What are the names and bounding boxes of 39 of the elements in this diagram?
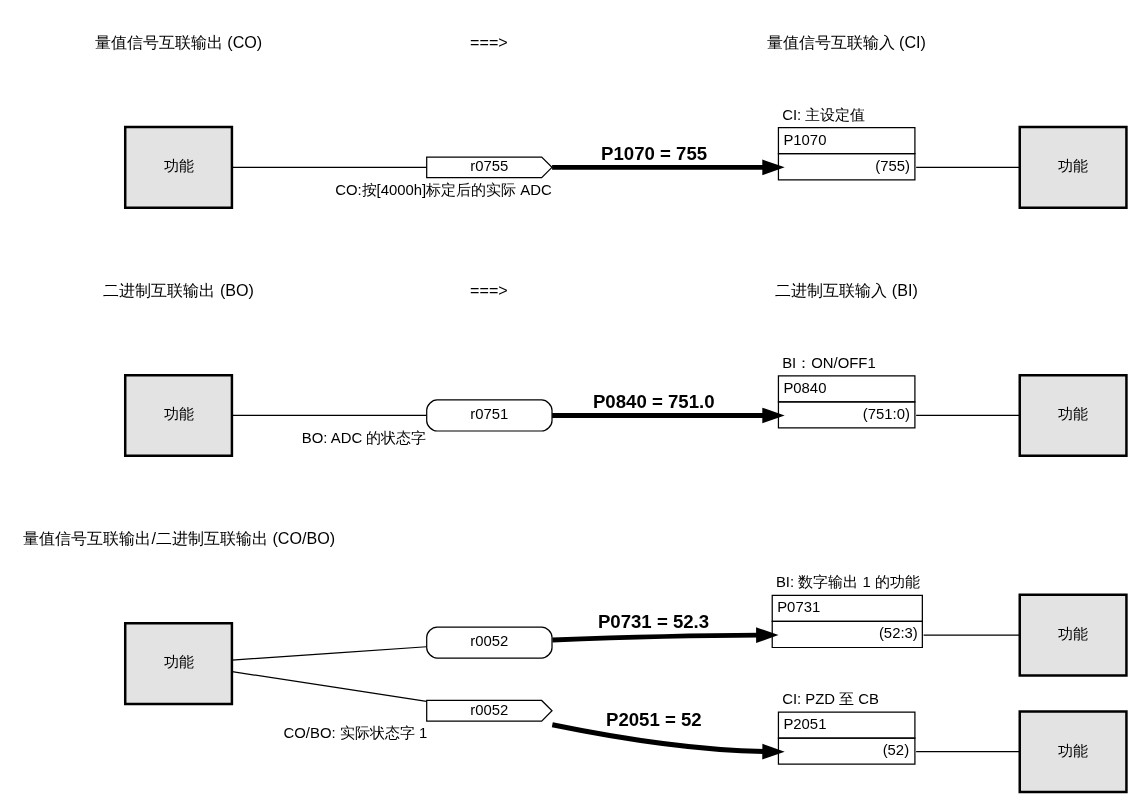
connector bbox=[915, 166, 1021, 168]
connector bbox=[231, 414, 428, 416]
node-box: r0052 bbox=[426, 625, 553, 659]
node-label: CI: 主设定值 bbox=[782, 106, 866, 123]
node-label: CO/BO: 实际状态字 1 bbox=[283, 724, 428, 741]
connector bbox=[231, 670, 428, 702]
connector bbox=[231, 166, 428, 168]
node-label: BI：ON/OFF1 bbox=[782, 354, 876, 371]
node-box: r0751 bbox=[426, 398, 553, 432]
arrow bbox=[552, 626, 779, 643]
node-label: CI: PZD 至 CB bbox=[782, 690, 879, 707]
connector bbox=[915, 414, 1021, 416]
connector bbox=[922, 633, 1021, 636]
label: 量值信号互联输出 (CO) bbox=[94, 32, 263, 51]
label: ===> bbox=[470, 32, 508, 51]
node-box: 功能 bbox=[1018, 709, 1128, 793]
node-box: 功能 bbox=[1018, 125, 1128, 209]
node-label: CO:按[4000h]标定后的实际 ADC bbox=[335, 181, 552, 198]
edge-label: P2051 = 52 bbox=[605, 708, 702, 730]
edge-label: P1070 = 755 bbox=[601, 142, 708, 164]
label: 量值信号互联输出/二进制互联输出 (CO/BO) bbox=[23, 528, 336, 547]
arrow bbox=[552, 407, 785, 423]
node-box: 功能 bbox=[124, 373, 234, 457]
connector bbox=[231, 645, 428, 661]
node-label: BO: ADC 的状态字 bbox=[301, 429, 427, 446]
node-box: 功能 bbox=[124, 621, 234, 705]
node-box: 功能 bbox=[1018, 373, 1128, 457]
arrow bbox=[552, 159, 785, 175]
arrow bbox=[551, 721, 785, 759]
node-box: 功能 bbox=[124, 125, 234, 209]
connector bbox=[915, 750, 1021, 752]
label: ===> bbox=[470, 280, 508, 299]
label: 二进制互联输出 (BO) bbox=[103, 280, 254, 299]
node-label: BI: 数字输出 1 的功能 bbox=[775, 573, 920, 590]
label: 量值信号互联输入 (CI) bbox=[766, 32, 926, 51]
label: 二进制互联输入 (BI) bbox=[775, 280, 918, 299]
node-box: 功能 bbox=[1018, 593, 1128, 677]
edge-label: P0840 = 751.0 bbox=[592, 390, 715, 412]
edge-label: P0731 = 52.3 bbox=[597, 610, 710, 632]
